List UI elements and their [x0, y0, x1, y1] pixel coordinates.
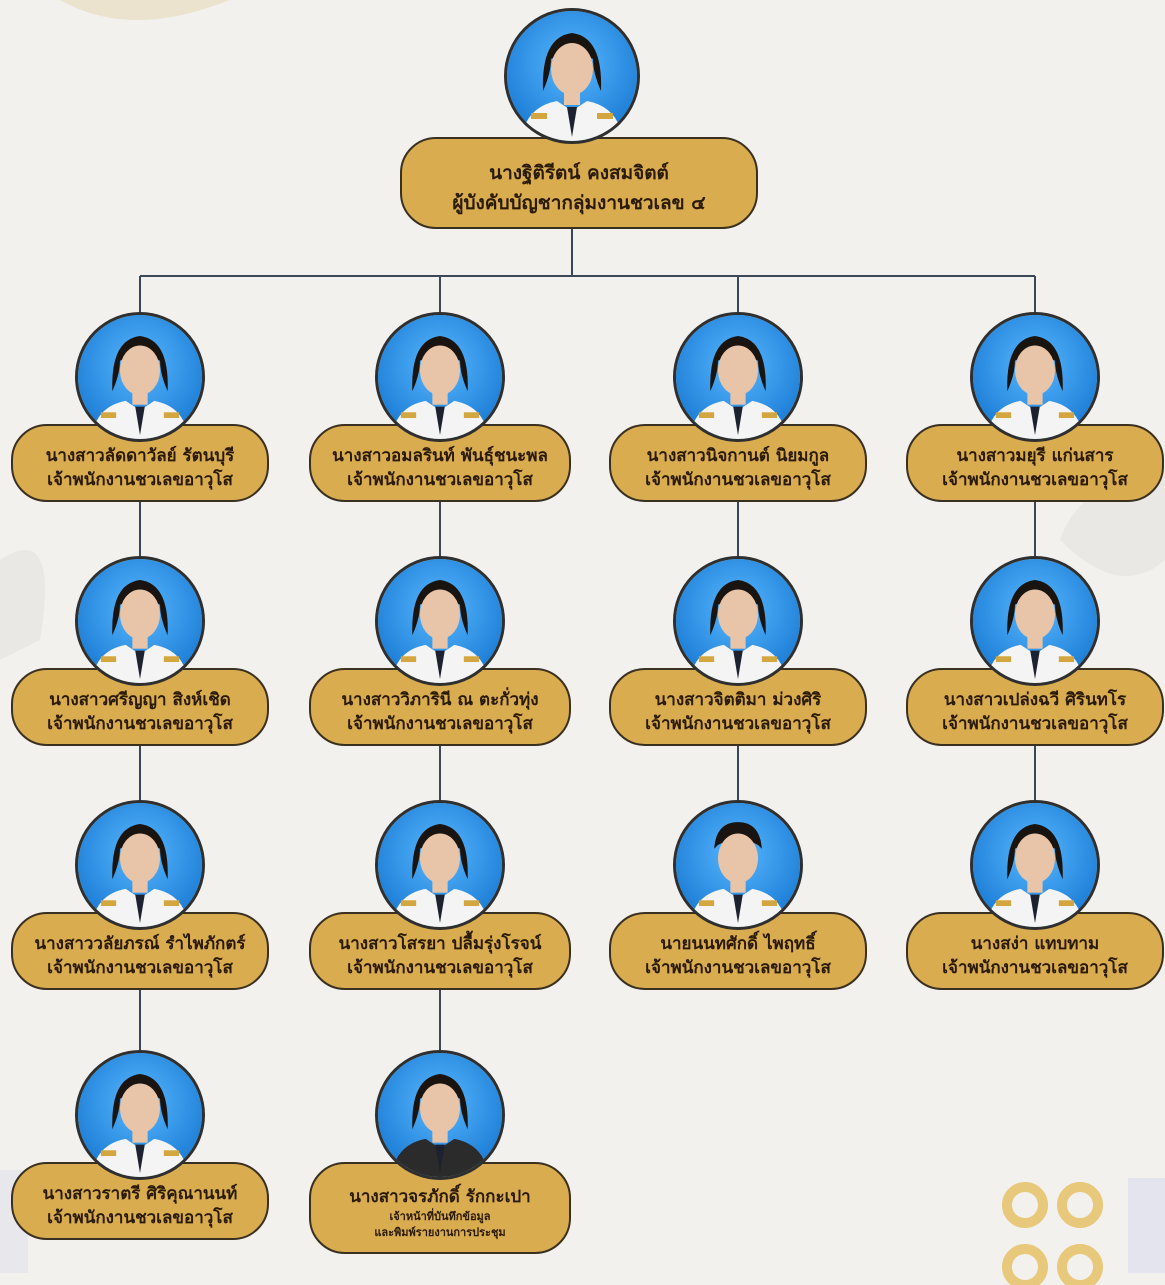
- person-photo: [375, 556, 505, 686]
- person-position: เจ้าพนักงานชวเลขอาวุโส: [47, 958, 233, 978]
- person-photo: [375, 312, 505, 442]
- person-photo: [970, 800, 1100, 930]
- person-name: นายนนทศักดิ์ ไพฤทธิ์: [660, 934, 816, 954]
- person-name: นางสาวจิตติมา ม่วงศิริ: [654, 690, 822, 710]
- person-position: เจ้าพนักงานชวเลขอาวุโส: [942, 958, 1128, 978]
- person-position: เจ้าพนักงานชวเลขอาวุโส: [47, 1208, 233, 1228]
- person-name: นางสาวโสรยา ปลื้มรุ่งโรจน์: [338, 934, 542, 954]
- person-photo: [673, 556, 803, 686]
- person-name: นางสาวศรีญญา สิงห์เชิด: [49, 690, 231, 710]
- person-position: เจ้าพนักงานชวเลขอาวุโส: [47, 470, 233, 490]
- person-photo: [375, 800, 505, 930]
- person-position: เจ้าพนักงานชวเลขอาวุโส: [645, 470, 831, 490]
- person-name: นางสาวอมลรินท์ พันธุ์ชนะพล: [332, 446, 548, 466]
- person-card: นางสง่า แทบทามเจ้าพนักงานชวเลขอาวุโส: [906, 912, 1164, 990]
- person-card: นางสาวศรีญญา สิงห์เชิดเจ้าพนักงานชวเลขอา…: [11, 668, 269, 746]
- person-name: นางสาวนิจกานต์ นิยมกูล: [646, 446, 830, 466]
- portrait-image: [378, 803, 502, 927]
- portrait-image: [676, 315, 800, 439]
- person-card: นางสาวนิจกานต์ นิยมกูลเจ้าพนักงานชวเลขอา…: [609, 424, 867, 502]
- portrait-image: [507, 11, 637, 141]
- person-photo: [375, 1050, 505, 1180]
- portrait-image: [378, 1053, 502, 1177]
- person-photo: [75, 1050, 205, 1180]
- person-photo: [673, 800, 803, 930]
- person-position-line2: และพิมพ์รายงานการประชุม: [374, 1226, 506, 1239]
- person-position: เจ้าพนักงานชวเลขอาวุโส: [942, 470, 1128, 490]
- portrait-image: [973, 559, 1097, 683]
- person-card: นางสาวเปล่งฉวี ศิรินทโรเจ้าพนักงานชวเลขอ…: [906, 668, 1164, 746]
- portrait-image: [973, 803, 1097, 927]
- person-position: เจ้าพนักงานชวเลขอาวุโส: [347, 958, 533, 978]
- portrait-image: [676, 803, 800, 927]
- head-photo: [504, 8, 640, 144]
- person-name: นางสาวลัดดาวัลย์ รัตนบุรี: [45, 446, 235, 466]
- person-name: นางสาววิภารินี ณ ตะกั่วทุ่ง: [341, 690, 539, 710]
- person-photo: [75, 556, 205, 686]
- person-name: นางสาวมยุรี แก่นสาร: [956, 446, 1114, 466]
- portrait-image: [973, 315, 1097, 439]
- portrait-image: [78, 1053, 202, 1177]
- person-photo: [75, 800, 205, 930]
- portrait-image: [78, 559, 202, 683]
- person-photo: [75, 312, 205, 442]
- person-photo: [970, 312, 1100, 442]
- person-position: เจ้าพนักงานชวเลขอาวุโส: [942, 714, 1128, 734]
- portrait-image: [78, 315, 202, 439]
- head-card: นางฐิติรีตน์ คงสมจิตต์ ผู้บังคับบัญชากลุ…: [400, 137, 758, 229]
- person-photo: [970, 556, 1100, 686]
- portrait-image: [378, 559, 502, 683]
- person-name: นางสาววลัยภรณ์ รำไพภักตร์: [34, 934, 246, 954]
- person-card: นางสาววิภารินี ณ ตะกั่วทุ่งเจ้าพนักงานชว…: [309, 668, 571, 746]
- person-position: เจ้าพนักงานชวเลขอาวุโส: [347, 470, 533, 490]
- portrait-image: [676, 559, 800, 683]
- head-name: นางฐิติรีตน์ คงสมจิตต์: [489, 162, 669, 184]
- person-name: นางสง่า แทบทาม: [970, 934, 1100, 954]
- person-card: นางสาวราตรี ศิริคุณานนท์เจ้าพนักงานชวเลข…: [11, 1162, 269, 1240]
- portrait-image: [378, 315, 502, 439]
- person-photo: [673, 312, 803, 442]
- person-position: เจ้าพนักงานชวเลขอาวุโส: [47, 714, 233, 734]
- person-position: เจ้าพนักงานชวเลขอาวุโส: [645, 714, 831, 734]
- person-position: เจ้าหน้าที่บันทึกข้อมูล: [389, 1210, 491, 1223]
- person-card: นายนนทศักดิ์ ไพฤทธิ์เจ้าพนักงานชวเลขอาวุ…: [609, 912, 867, 990]
- person-position: เจ้าพนักงานชวเลขอาวุโส: [347, 714, 533, 734]
- portrait-image: [78, 803, 202, 927]
- decorative-circles: [1002, 1182, 1103, 1285]
- head-position: ผู้บังคับบัญชากลุ่มงานชวเลข ๔: [452, 192, 706, 214]
- person-name: นางสาวราตรี ศิริคุณานนท์: [42, 1184, 238, 1204]
- person-position: เจ้าพนักงานชวเลขอาวุโส: [645, 958, 831, 978]
- person-name: นางสาวจรภักดิ์ รักกะเปา: [349, 1187, 531, 1207]
- person-name: นางสาวเปล่งฉวี ศิรินทโร: [943, 690, 1127, 710]
